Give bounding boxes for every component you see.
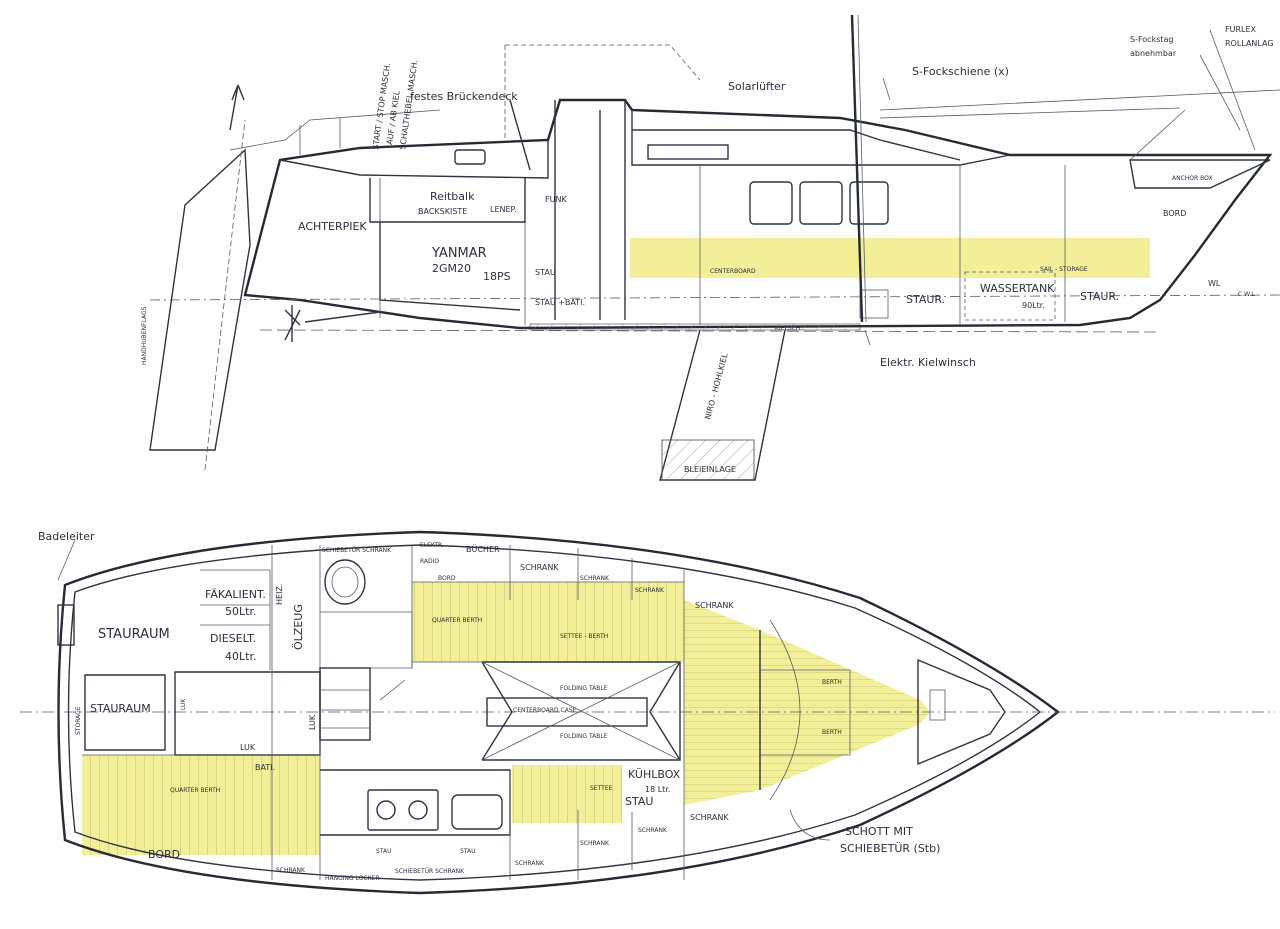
label-fockstag: S-Fockstag — [1130, 35, 1174, 44]
label-radio: RADIO — [420, 558, 439, 565]
label-schrank-1: SCHRANK — [520, 563, 559, 572]
label-buecher: BÜCHER — [466, 544, 500, 554]
label-wl: WL — [1208, 279, 1221, 288]
label-schiebetuer-schrank-top: SCHIEBETÜR SCHRANK — [322, 547, 392, 554]
label-handhub: HANDHUBENFLAGS — [141, 306, 148, 365]
label-solarluefter: Solarlüfter — [728, 80, 786, 93]
keel-floor-strip — [529, 323, 861, 331]
label-schrank-4: SCHRANK — [695, 601, 734, 610]
label-quarter-berth-2: QUARTER BERTH — [432, 617, 482, 624]
label-stauraum-2: STAURAUM — [90, 702, 151, 715]
label-sail-storage: SAIL - STORAGE — [1040, 266, 1088, 273]
label-schrank-bottom-2: SCHRANK — [580, 840, 610, 847]
label-bati: BATI. — [255, 763, 275, 772]
label-engine-value: 18PS — [483, 270, 511, 283]
label-fockschiene: S-Fockschiene (x) — [912, 65, 1009, 78]
label-abnehmbar: abnehmbar — [1130, 49, 1177, 58]
label-wassertank-vol: 90Ltr. — [1022, 301, 1045, 310]
label-schrank-2: SCHRANK — [580, 575, 610, 582]
label-elektr: ELEKTR. — [420, 542, 444, 549]
rudder — [149, 148, 251, 451]
label-schrank-bottom-3: SCHRANK — [638, 827, 668, 834]
label-quarter-berth-1: QUARTER BERTH — [170, 787, 220, 794]
label-staur-1: STAUR. — [906, 293, 945, 306]
profile-view: START / STOP MASCH. AUF / AB KIEL SCHALT… — [141, 14, 1280, 481]
label-wassertank: WASSERTANK — [980, 282, 1055, 295]
label-luk-2: LUK — [308, 714, 317, 730]
label-centerboard-case: CENTERBOARD CASE — [513, 707, 577, 714]
profile-settee-highlight — [630, 238, 1150, 278]
label-luk-3: LUK — [240, 743, 256, 752]
label-engine-model: 2GM20 — [432, 262, 471, 275]
label-backskiste: BACKSKISTE — [418, 207, 467, 216]
label-hanging-locker: HANGING LOCKER — [325, 875, 380, 882]
label-staur-2: STAUR. — [1080, 290, 1119, 303]
label-festes-brueckendeck: festes Brückendeck — [410, 90, 518, 103]
label-faekalien-vol: 50Ltr. — [225, 605, 256, 618]
label-folding-table-1: FOLDING TABLE — [560, 685, 608, 692]
label-heiz: HEIZ. — [275, 584, 284, 605]
label-achterpiek: ACHTERPIEK — [298, 220, 367, 233]
label-dieselt: DIESELT. — [210, 632, 256, 645]
label-oelzeug: ÖLZEUG — [292, 604, 305, 650]
label-stauraum-1: STAURAUM — [98, 627, 170, 642]
plan-hull — [57, 530, 1060, 895]
label-kiel: KIELSCH. — [775, 325, 802, 332]
label-storage: STORAGE — [75, 706, 82, 735]
label-schrank-small: SCHRANK — [276, 867, 306, 874]
label-berth-1: BERTH — [822, 679, 842, 686]
label-bord-plan: BORD — [148, 848, 180, 861]
label-schiebetuer-schrank-bottom: SCHIEBETÜR SCHRANK — [395, 868, 465, 875]
label-bleieinlage: BLEIEINLAGE — [684, 465, 736, 474]
label-folding-table-2: FOLDING TABLE — [560, 733, 608, 740]
label-centerboard: CENTERBOARD — [710, 268, 756, 275]
label-stau: STAU — [535, 268, 556, 277]
label-lenep: LENEP. — [490, 205, 517, 214]
label-luk-1: LUK — [180, 698, 187, 710]
label-schrank-bottom-1: SCHRANK — [515, 860, 545, 867]
plan-view: Badeleiter STAURAUM STAURAUM STORAGE FÄK… — [20, 530, 1275, 895]
label-hohlkiel: NIRO - HOHLKIEL — [703, 352, 729, 421]
label-furlex: FURLEX — [1225, 25, 1257, 34]
label-kuehlbox: KÜHLBOX — [628, 768, 681, 781]
label-reitbalk: Reitbalk — [430, 190, 475, 203]
label-cwl: C.W.L — [1238, 291, 1255, 298]
label-schrank-3: SCHRANK — [635, 587, 665, 594]
label-bord-small: BORD — [438, 575, 456, 582]
label-stau-3: STAU — [460, 848, 476, 855]
label-badeleiter: Badeleiter — [38, 530, 95, 543]
label-schiebetuer-stb: SCHIEBETÜR (Stb) — [840, 842, 940, 855]
label-faekalien: FÄKALIENT. — [205, 588, 266, 601]
label-berth-2: BERTH — [822, 729, 842, 736]
mast — [850, 14, 864, 323]
label-settee-berth: SETTEE - BERTH — [560, 633, 608, 640]
label-stau-1: STAU — [625, 795, 653, 808]
label-anchor-box: ANCHOR BOX — [1172, 175, 1213, 182]
label-settee: SETTEE — [590, 785, 613, 792]
label-funk: FUNK — [545, 195, 567, 204]
label-stau-2: STAU — [376, 848, 392, 855]
label-dieselt-vol: 40Ltr. — [225, 650, 256, 663]
label-schrank-bottom-4: SCHRANK — [690, 813, 729, 822]
label-schott: SCHOTT MIT — [845, 825, 913, 838]
label-schalthebel: SCHALTHEBEL MASCH. — [398, 59, 420, 150]
label-kuehlbox-vol: 18 Ltr. — [645, 785, 670, 794]
label-bord-profile: BORD — [1163, 209, 1186, 218]
label-stau-bati: STAU +BATI. — [535, 298, 585, 307]
label-yanmar: YANMAR — [431, 246, 487, 261]
label-rollanlage: ROLLANLAG — [1225, 39, 1274, 48]
label-kielwinsch: Elektr. Kielwinsch — [880, 356, 976, 369]
